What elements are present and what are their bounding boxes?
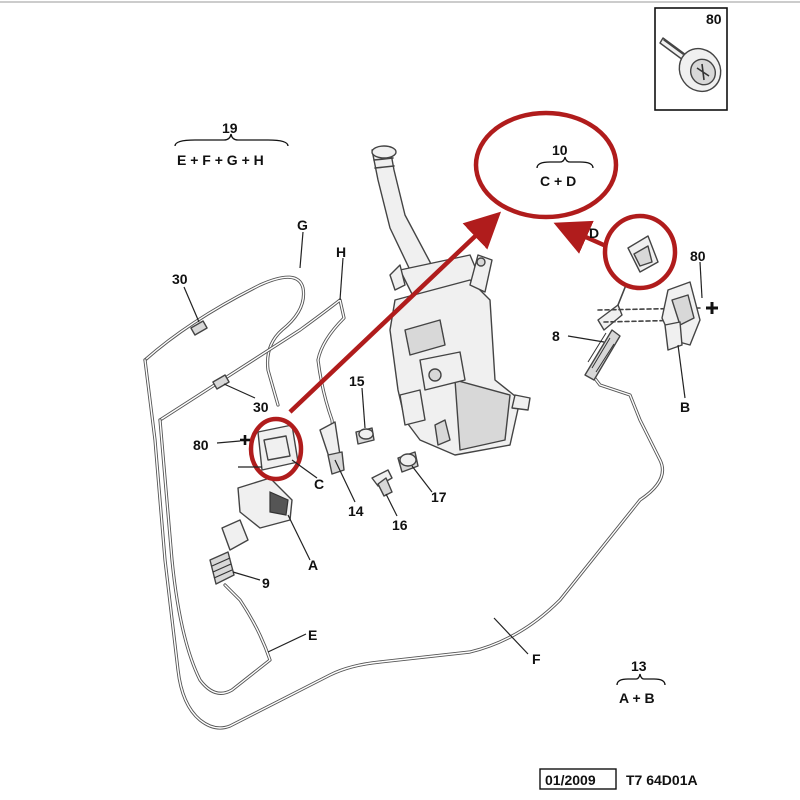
callout-80-left: 80: [193, 437, 209, 453]
arrow-icon-c-to-10: [288, 211, 502, 414]
footer: 01/2009 T7 64D01A: [539, 768, 698, 790]
footer-date: 01/2009: [545, 772, 596, 788]
callout-10: 10: [552, 142, 568, 158]
callout-80-right: 80: [690, 248, 706, 264]
bolt-16: [371, 451, 419, 497]
screw-icon: [659, 37, 722, 93]
left-nozzle-assembly: [209, 424, 299, 585]
callout-labels: G H 30 30 D 80 8 B 15 80 C 14 16 17 A 9 …: [172, 217, 706, 667]
callout-e: E: [308, 627, 317, 643]
arrow-icon-d-to-10: [553, 220, 607, 254]
callout-30-b: 30: [253, 399, 269, 415]
callout-10-sub: C + D: [540, 173, 576, 189]
leader-lines: [183, 231, 703, 655]
callout-19-group: 19 E + F + G + H: [174, 120, 289, 168]
callout-14: 14: [348, 503, 364, 519]
callout-10-group: 10 C + D: [536, 142, 594, 189]
highlight-ellipse-10: [473, 110, 619, 220]
callout-16: 16: [392, 517, 408, 533]
callout-c: C: [314, 476, 324, 492]
callout-13-group: 13 A + B: [616, 658, 666, 706]
pump-assembly: [319, 421, 375, 475]
callout-g: G: [297, 217, 308, 233]
callout-9: 9: [262, 575, 270, 591]
callout-30-a: 30: [172, 271, 188, 287]
washer-reservoir: [371, 145, 531, 456]
callout-f: F: [532, 651, 541, 667]
callout-19-sub: E + F + G + H: [177, 152, 264, 168]
callout-17: 17: [431, 489, 447, 505]
footer-date-box: [539, 768, 617, 790]
callout-13-sub: A + B: [619, 690, 655, 706]
screw-box: 80: [654, 7, 728, 111]
callout-19: 19: [222, 120, 238, 136]
footer-code: T7 64D01A: [626, 772, 698, 788]
callout-13: 13: [631, 658, 647, 674]
plus-icon-left: [240, 435, 250, 445]
callout-a: A: [308, 557, 318, 573]
hoses: [143, 275, 665, 730]
highlight-ellipse-c: [248, 416, 304, 482]
callout-15: 15: [349, 373, 365, 389]
highlight-ellipse-d: [602, 213, 678, 291]
callout-b: B: [680, 399, 690, 415]
callout-80-box: 80: [706, 11, 722, 27]
callout-8: 8: [552, 328, 560, 344]
plus-icon: [706, 302, 718, 314]
right-nozzle-assembly: [584, 235, 701, 381]
callout-h: H: [336, 244, 346, 260]
callout-d: D: [589, 225, 599, 241]
